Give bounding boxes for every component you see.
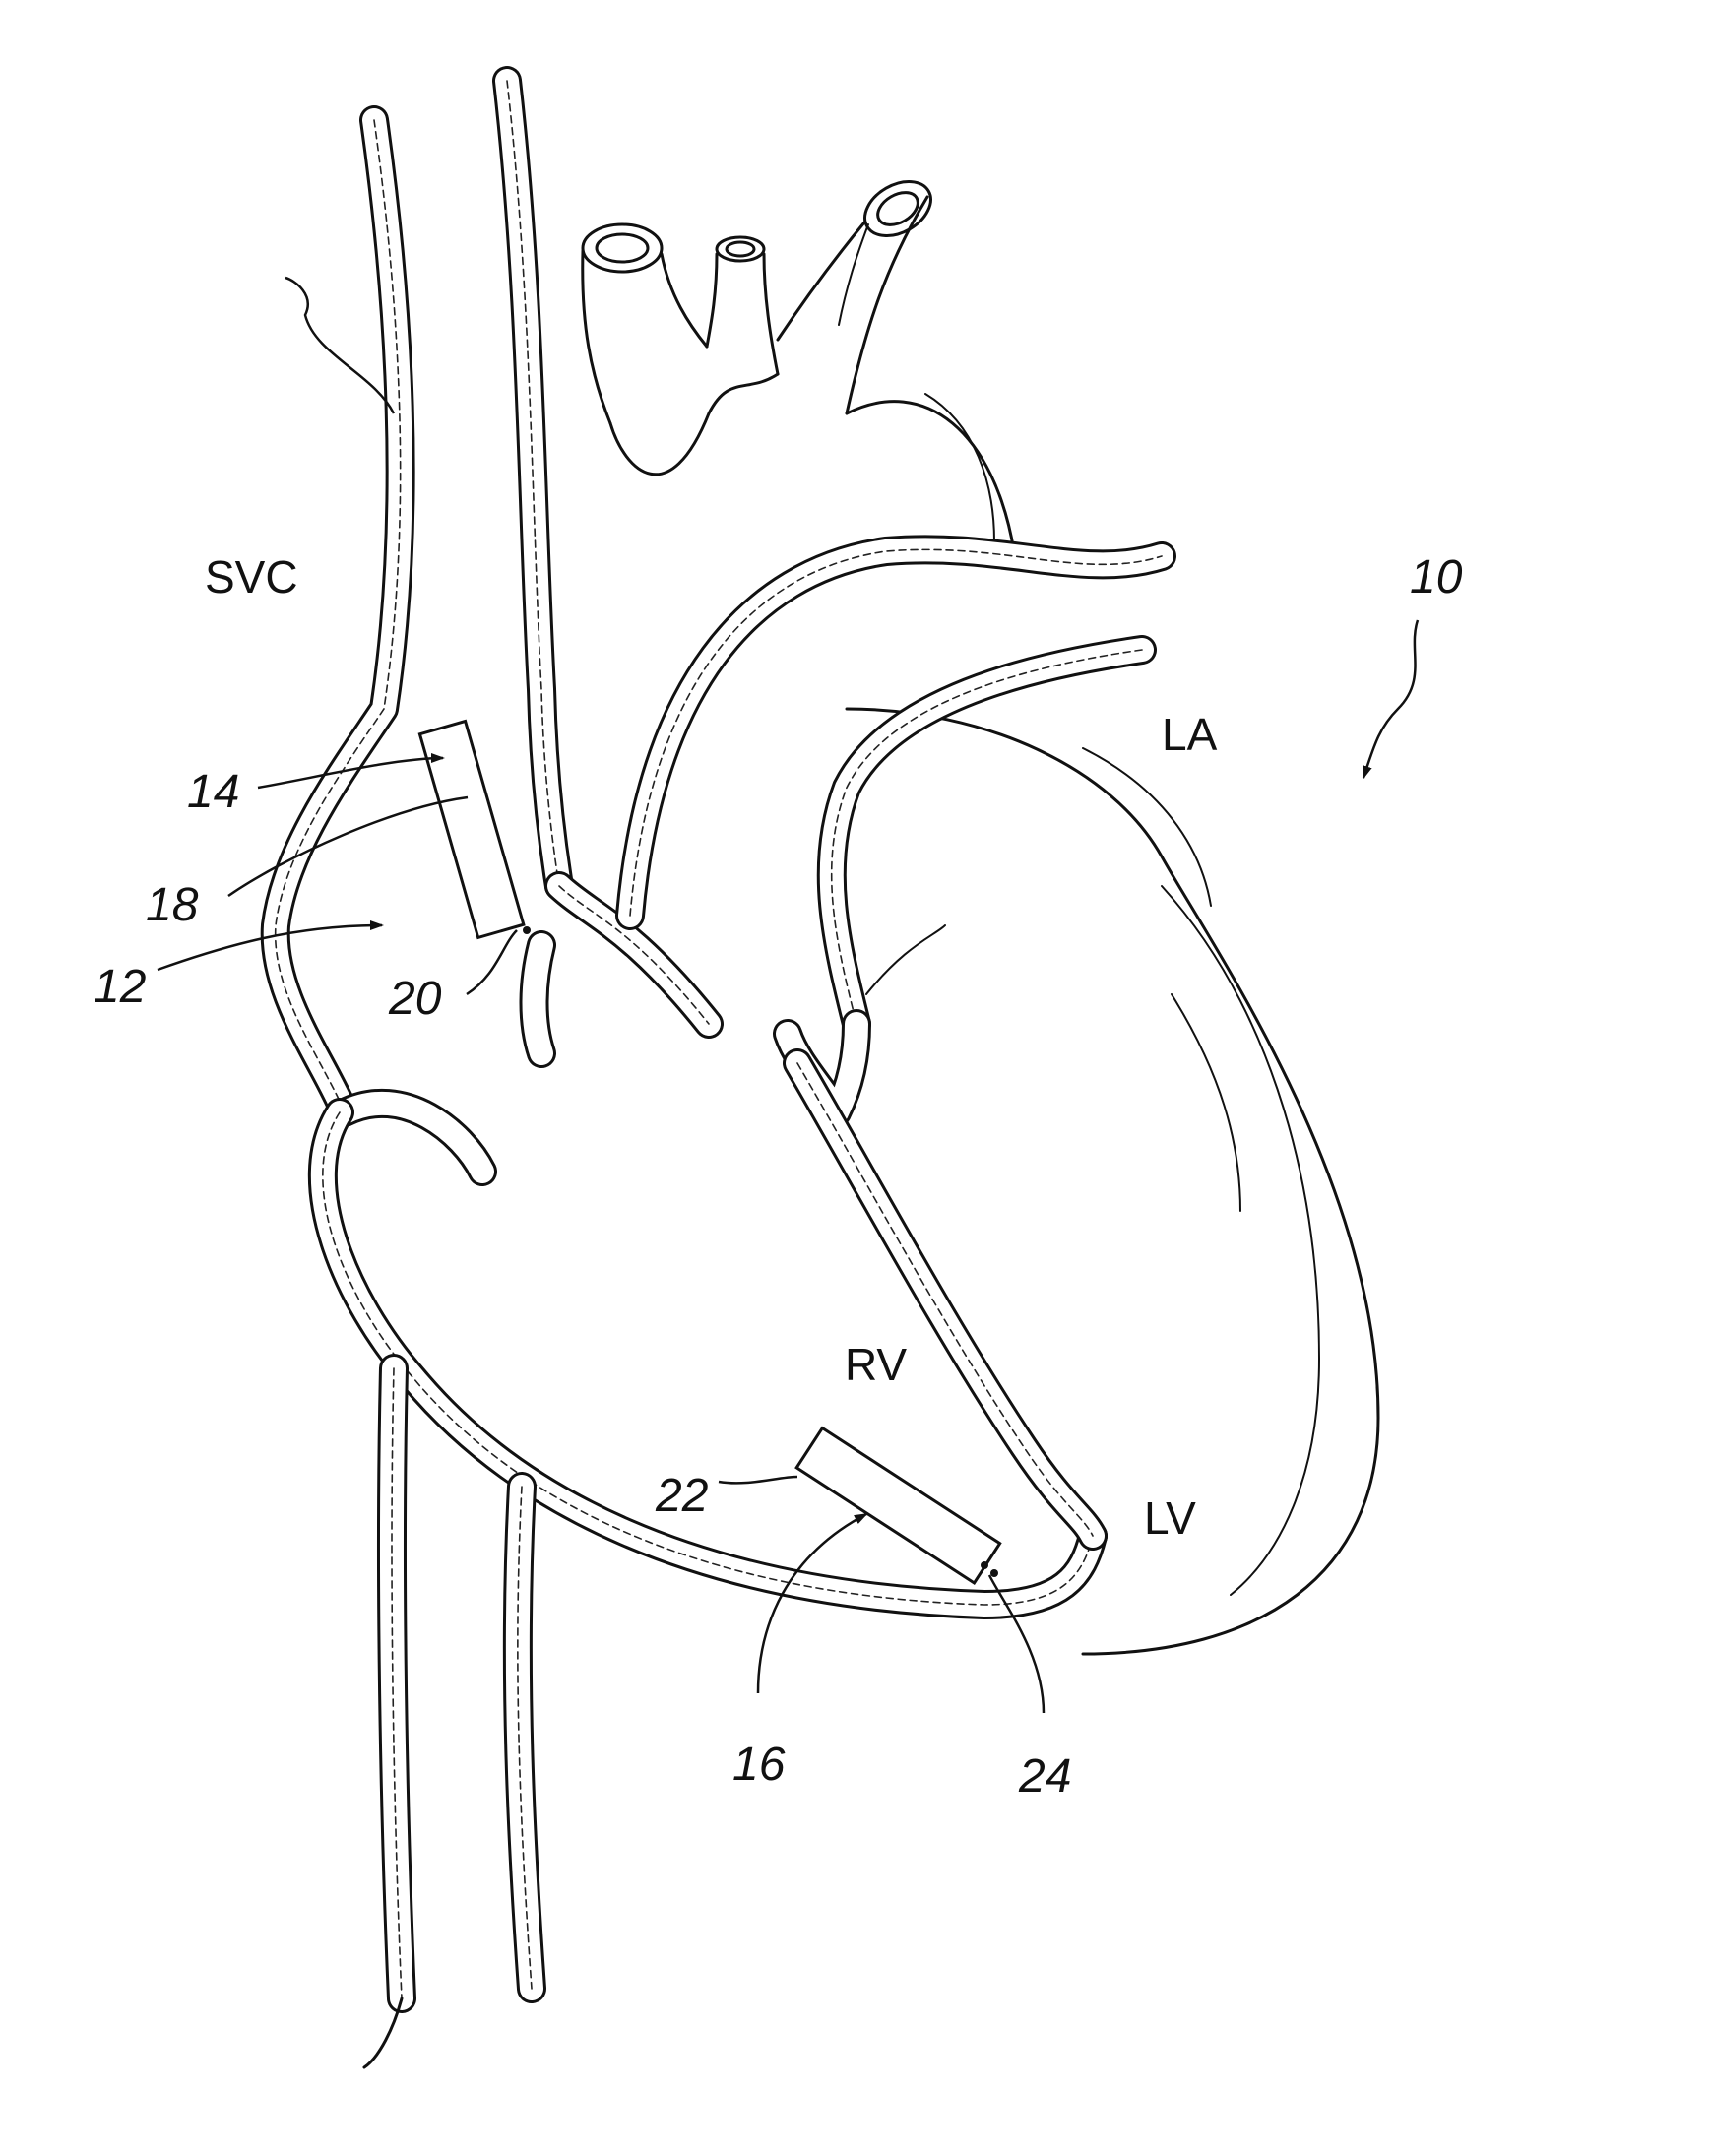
- label-ref-20: 20: [388, 973, 442, 1025]
- label-ref-14: 14: [187, 766, 239, 818]
- label-ref-12: 12: [94, 961, 146, 1013]
- label-svc: SVC: [205, 551, 298, 602]
- label-rv: RV: [845, 1339, 907, 1390]
- label-la: LA: [1162, 709, 1218, 760]
- label-ref-22: 22: [655, 1470, 708, 1522]
- great-vessels: [583, 170, 940, 475]
- left-heart-exterior: [847, 394, 1378, 1654]
- leader-lines: [158, 278, 1418, 1713]
- atrial-device: [419, 722, 531, 938]
- superior-vena-cava: [276, 81, 559, 1112]
- label-ref-10: 10: [1410, 551, 1463, 603]
- label-ref-16: 16: [732, 1739, 786, 1791]
- label-ref-18: 18: [146, 879, 199, 931]
- label-lv: LV: [1144, 1492, 1196, 1544]
- ventricular-device: [796, 1428, 999, 1583]
- label-ref-24: 24: [1018, 1750, 1071, 1803]
- right-heart-walls: [323, 549, 1162, 1605]
